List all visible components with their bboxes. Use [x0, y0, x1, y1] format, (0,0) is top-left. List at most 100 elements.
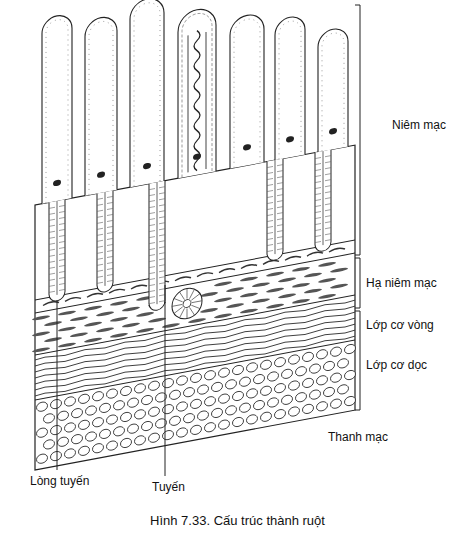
gland-cell — [59, 283, 65, 284]
longitudinal-muscle-fibre — [35, 323, 355, 385]
serosa-cell — [345, 396, 356, 407]
gland-cell — [277, 195, 283, 196]
circular-muscle-cell — [58, 342, 76, 349]
circular-muscle-cell — [292, 298, 310, 305]
gland-cell — [267, 190, 273, 191]
serosa-cell — [121, 385, 132, 396]
goblet-cell — [193, 153, 201, 160]
serosa-cell — [191, 398, 202, 409]
gland-section-cell — [190, 289, 195, 299]
serosa-cell — [345, 344, 356, 355]
serosa-cell — [282, 368, 293, 379]
gland-cell — [277, 249, 283, 250]
gland-cell — [49, 213, 55, 214]
gland-cell — [107, 196, 113, 197]
gland-cell — [107, 226, 113, 227]
serosa-cell — [177, 427, 188, 438]
serosa-cell — [310, 389, 321, 400]
gland-cell — [159, 289, 165, 290]
gland-cell — [315, 169, 321, 170]
circular-muscle-cell — [226, 302, 244, 309]
submucosa-fibre — [109, 288, 125, 293]
serosa-cell — [51, 399, 62, 410]
serosa-cell — [163, 378, 174, 389]
serosa-cell — [128, 423, 139, 434]
gland-cell — [149, 195, 155, 196]
submucosa-fibre — [219, 268, 235, 273]
serosa-cell — [177, 375, 188, 386]
gland-cell — [325, 204, 331, 205]
circular-muscle-cell — [318, 277, 336, 284]
serosa-cell — [324, 360, 335, 371]
serosa-cell — [93, 417, 104, 428]
gland-cell — [159, 295, 165, 296]
serosa-cell — [219, 393, 230, 404]
circular-muscle-cell — [214, 297, 232, 304]
serosa-cell — [72, 434, 83, 445]
serosa-cell — [107, 440, 118, 451]
circular-muscle-cell — [252, 281, 270, 288]
serosa-cell — [177, 401, 188, 412]
gland-cell — [97, 252, 103, 253]
serosa-cell — [142, 421, 153, 432]
gland-cell — [59, 289, 65, 290]
gland-cell — [267, 226, 273, 227]
serosa-cell — [149, 432, 160, 443]
longitudinal-muscle-fibre — [35, 317, 355, 379]
circular-muscle-cell — [148, 317, 166, 324]
gland-cell — [277, 237, 283, 238]
gland-cell — [149, 291, 155, 292]
gland-cell — [149, 231, 155, 232]
circular-muscle-cell — [318, 293, 336, 300]
circular-muscle-cell — [84, 305, 102, 312]
gland-cell — [159, 283, 165, 284]
serosa-cell — [268, 397, 279, 408]
serosa-cell — [219, 367, 230, 378]
serosa-cell — [261, 411, 272, 422]
submucosa-fibre — [307, 251, 323, 256]
serosa-cell — [135, 409, 146, 420]
serosa-cell — [268, 371, 279, 382]
gland-cell — [277, 165, 283, 166]
gland-cell — [277, 219, 283, 220]
goblet-cell — [286, 136, 294, 143]
gland-cell — [267, 178, 273, 179]
serosa-cell — [184, 387, 195, 398]
serosa-cell — [345, 370, 356, 381]
submucosa-fibre — [65, 296, 81, 301]
gland-cell — [107, 268, 113, 269]
circular-muscle-cell — [136, 311, 154, 318]
gland-cell — [267, 202, 273, 203]
serosa-cell — [331, 372, 342, 383]
gland-cell — [107, 232, 113, 233]
gland-cell — [97, 258, 103, 259]
gland-section-cell — [190, 306, 195, 316]
gland-cell — [159, 247, 165, 248]
gland-cell — [315, 193, 321, 194]
gland-cell — [315, 163, 321, 164]
gland-cell — [325, 156, 331, 157]
gland-cell — [267, 172, 273, 173]
gland-cell — [149, 285, 155, 286]
gland-cell — [97, 246, 103, 247]
circular-muscle-cell — [266, 287, 284, 294]
gland-cell — [107, 238, 113, 239]
serosa-cell — [240, 402, 251, 413]
circular-muscle-cell — [330, 283, 348, 290]
gland-cell — [315, 241, 321, 242]
circular-muscle-cell — [292, 266, 310, 273]
gland — [315, 150, 331, 253]
circular-muscle-cell — [96, 327, 114, 334]
gland-cell — [159, 253, 165, 254]
serosa-cell — [163, 404, 174, 415]
leader-line — [57, 300, 58, 470]
gland-cell — [267, 244, 273, 245]
circular-muscle-cell — [96, 311, 114, 318]
layer-boundary — [35, 340, 355, 400]
circular-muscle-cell — [44, 336, 62, 343]
serosa-cell — [100, 428, 111, 439]
gland-cell — [315, 157, 321, 158]
circular-muscle-cell — [84, 321, 102, 328]
serosa-cell — [44, 413, 55, 424]
villus — [318, 26, 348, 152]
